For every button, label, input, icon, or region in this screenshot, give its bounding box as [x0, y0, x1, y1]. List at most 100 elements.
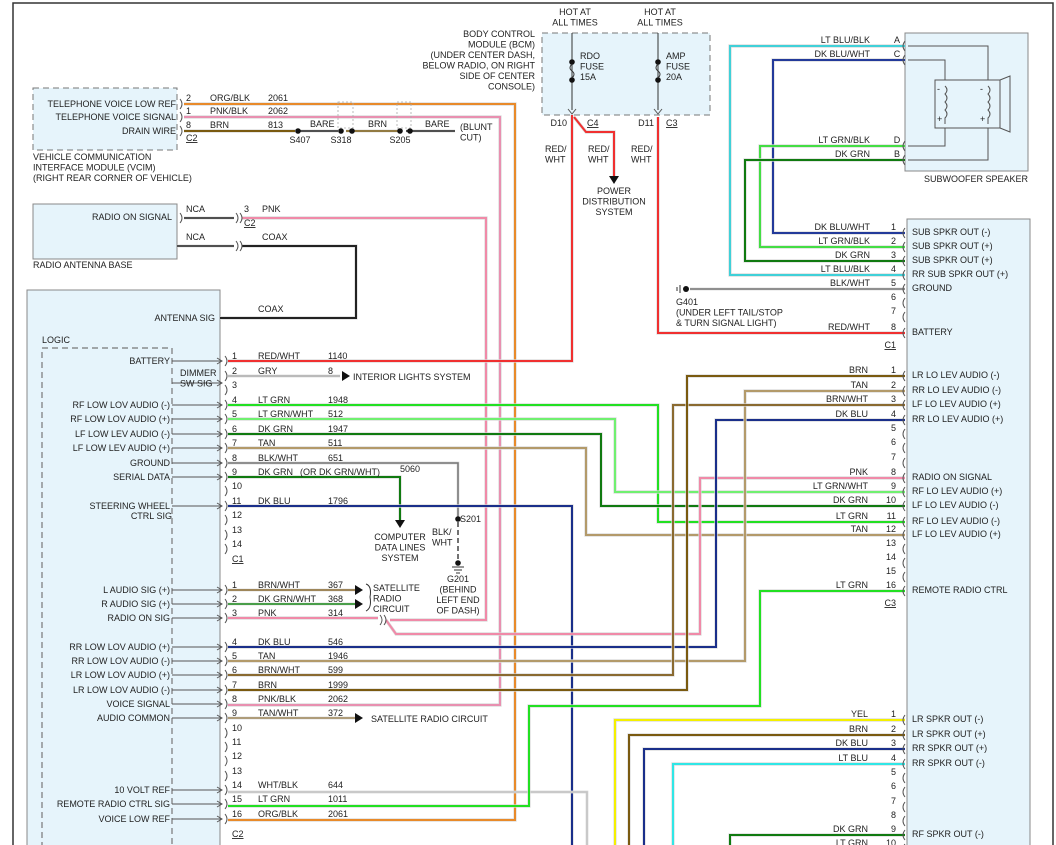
circuit-number: 651 — [328, 453, 343, 463]
arrowhead-icon — [216, 415, 223, 423]
wire-org-blk-2061[interactable] — [184, 103, 516, 821]
pin-number: 3 — [232, 608, 237, 618]
pin-number: 12 — [232, 751, 242, 761]
pin-number: 11 — [887, 511, 896, 521]
vcim-label: INTERFACE MODULE (VCIM) — [33, 163, 156, 173]
wire-lt-blu-rr-spkr[interactable] — [672, 763, 905, 845]
wire-blk-wht-651[interactable] — [228, 462, 459, 519]
radio-c2-pin-label: RR LOW LOV AUDIO (-) — [71, 656, 170, 666]
shield-icon — [337, 101, 354, 129]
pin-number: 2 — [891, 236, 896, 246]
wire-dk-grn-5060[interactable] — [228, 476, 401, 520]
antenna-pin-label: RADIO ON SIGNAL — [92, 212, 172, 222]
amp-c1-pin — [902, 327, 906, 339]
pin-number: 8 — [891, 322, 896, 332]
fuse-terminal — [655, 59, 661, 65]
wire-color-label: DK BLU — [835, 409, 868, 419]
pin-number: 6 — [891, 437, 896, 447]
fuse-icon — [569, 63, 575, 79]
pin-number: 3 — [891, 394, 896, 404]
wire-pnk-radio-on[interactable] — [385, 477, 905, 635]
wire-red-wht-pds[interactable] — [573, 116, 615, 176]
wire-brn-1999[interactable] — [228, 375, 905, 691]
speaker-magnet-icon — [934, 79, 1001, 129]
radio-c2-pin — [224, 741, 228, 753]
amplifier-box[interactable] — [906, 218, 1031, 845]
pin-number: 15 — [232, 794, 242, 804]
nca-label: NCA — [186, 232, 205, 242]
amp-c1-pin — [902, 297, 906, 309]
radio-c2-pin-label: AUDIO COMMON — [97, 713, 170, 723]
fuse-label: FUSE — [666, 62, 690, 72]
amp-c3-pin — [902, 385, 906, 397]
amp-c3-pin — [902, 399, 906, 411]
amp-c1-pin — [902, 255, 906, 267]
wire-color-label: DK GRN — [833, 824, 868, 834]
antenna-label: RADIO ANTENNA BASE — [33, 260, 133, 270]
amp-c3-pin-label: RF LO LEV AUDIO (-) — [912, 516, 1000, 526]
pin-number: 9 — [891, 481, 896, 491]
wire-dk-grn-1947[interactable] — [228, 433, 905, 507]
amp-c2-pin — [902, 772, 906, 784]
wire-lt-grn-1948[interactable] — [228, 404, 905, 523]
wire-dk-grn-sub[interactable] — [744, 159, 905, 262]
pin-number: 14 — [886, 552, 896, 562]
bcm-box[interactable] — [541, 32, 711, 116]
radio-c2-pin — [224, 684, 228, 696]
amp-c3-pin — [902, 442, 906, 454]
arrowhead-icon — [216, 614, 223, 622]
radio-c2-pin — [224, 598, 228, 610]
wire-brn-wht-599[interactable] — [228, 404, 905, 676]
wire-pnk-blk-2062[interactable] — [184, 116, 501, 706]
radio-c1-pin — [224, 428, 228, 440]
wire-dk-grn-rf-spkr[interactable] — [729, 834, 905, 845]
wire-brn-lr-spkr[interactable] — [628, 734, 905, 845]
wire-dk-blu-546[interactable] — [228, 419, 905, 648]
circuit-number: 511 — [328, 438, 342, 448]
circuit-number: 1999 — [328, 680, 348, 690]
radio-c2-pin — [224, 669, 228, 681]
wire-wht-blk-644[interactable] — [228, 791, 588, 845]
wire-dk-blu-rr-spkr[interactable] — [643, 748, 905, 845]
wire-color-label: ORG/BLK — [210, 93, 250, 103]
arrowhead-icon — [216, 379, 223, 387]
fuse-terminal — [569, 77, 575, 83]
wire-lt-grn-1011[interactable] — [228, 590, 905, 807]
circuit-number: 1140 — [328, 351, 347, 361]
wire-lt-blu-blk[interactable] — [729, 45, 905, 276]
brace-icon — [365, 583, 371, 612]
wire-color-label: WHT/BLK — [258, 780, 298, 790]
wire-color-label: TAN — [258, 651, 275, 661]
amp-c2-pin — [902, 829, 906, 841]
antenna-box[interactable] — [32, 203, 178, 260]
pin-number: 7 — [891, 452, 896, 462]
wire-tan-1946[interactable] — [228, 390, 905, 662]
wire-color-label: TAN — [851, 380, 868, 390]
amp-c3-pin — [902, 543, 906, 555]
wire-dk-blu-1796[interactable] — [228, 505, 573, 845]
wire-red-wht-1140[interactable] — [228, 115, 573, 362]
wire-yel-lr-spkr[interactable] — [614, 719, 905, 845]
wire-coax[interactable] — [220, 245, 357, 319]
hot-at-all-times-label: HOT AT — [559, 7, 591, 17]
wire-color-label: LT BLU/BLK — [821, 264, 870, 274]
wire-color-label: RED/ — [631, 144, 653, 154]
pin-number: 1 — [891, 709, 896, 719]
wire-red-wht-amp-battery[interactable] — [657, 117, 905, 334]
radio-c1-pin — [224, 457, 228, 469]
wire-lt-grn-wht-512[interactable] — [228, 418, 905, 493]
vcim-box[interactable] — [32, 87, 178, 151]
radio-c1-pin-label: RF LOW LOV AUDIO (+) — [70, 414, 170, 424]
connector-id: C2 — [244, 218, 256, 228]
splice-s205 — [397, 128, 403, 134]
pin-number: 11 — [232, 737, 241, 747]
arrow-icon — [355, 713, 363, 723]
subwoofer-box[interactable] — [904, 32, 1029, 172]
subwoofer-pin — [902, 40, 906, 52]
pin-number: 8 — [232, 453, 237, 463]
amp-c2-pin — [902, 714, 906, 726]
circuit-number: 512 — [328, 409, 343, 419]
wire-lt-grn-blk[interactable] — [759, 145, 905, 248]
wire-color-label: YEL — [851, 709, 868, 719]
amp-c3-pin — [902, 414, 906, 426]
